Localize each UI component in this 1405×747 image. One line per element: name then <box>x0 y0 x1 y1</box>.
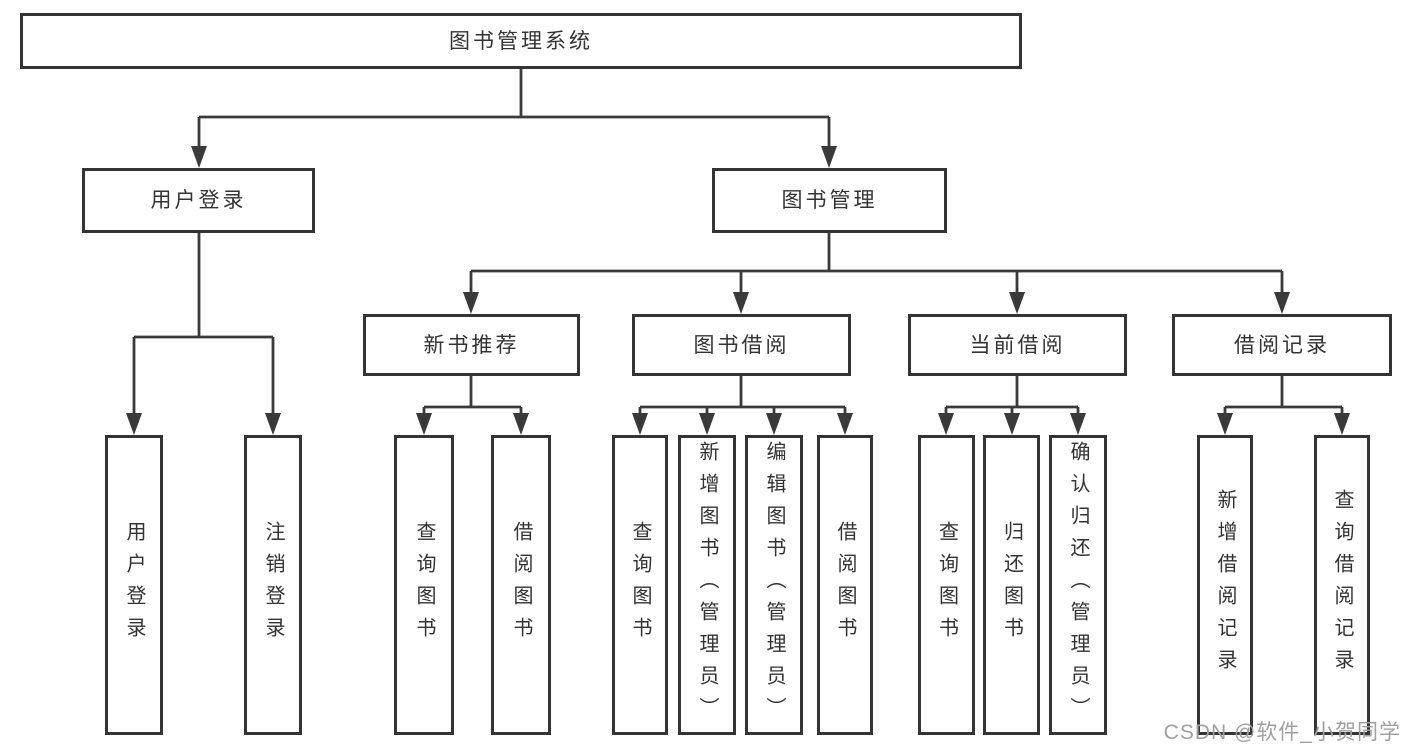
node-leaf-logout: 注销登录 <box>244 435 302 735</box>
node-leaf-bb-query-books: 查询图书 <box>612 435 668 735</box>
node-user-login-branch: 用户登录 <box>82 168 315 233</box>
node-label: 当前借阅 <box>969 333 1066 357</box>
node-label: 新增借阅记录 <box>1214 489 1236 681</box>
node-label: 借阅图书 <box>834 521 856 649</box>
node-leaf-cb-query-books: 查询图书 <box>918 435 975 735</box>
node-label: 图书管理 <box>781 189 878 212</box>
node-new-book-recommend: 新书推荐 <box>363 314 580 376</box>
node-label: 编辑图书（管理员） <box>763 441 785 729</box>
node-label: 注销登录 <box>262 521 284 649</box>
node-leaf-br-query-record: 查询借阅记录 <box>1314 435 1370 735</box>
node-label: 借阅记录 <box>1234 333 1330 357</box>
node-borrowing-records: 借阅记录 <box>1172 314 1392 376</box>
node-current-borrowing: 当前借阅 <box>908 314 1127 376</box>
node-label: 新书推荐 <box>423 333 520 357</box>
node-label: 查询图书 <box>413 521 435 649</box>
node-leaf-cb-confirm-return-admin: 确认归还（管理员） <box>1049 435 1107 735</box>
node-label: 用户登录 <box>150 189 247 212</box>
node-leaf-cb-return-books: 归还图书 <box>983 435 1040 735</box>
node-label: 查询图书 <box>935 521 958 649</box>
node-label: 查询图书 <box>629 521 651 649</box>
node-book-borrowing: 图书借阅 <box>632 314 851 376</box>
node-leaf-nbr-borrow-books: 借阅图书 <box>491 435 551 735</box>
node-label: 用户登录 <box>123 521 145 649</box>
node-label: 归还图书 <box>1000 521 1023 649</box>
node-leaf-bb-edit-books-admin: 编辑图书（管理员） <box>745 435 803 735</box>
node-label: 查询借阅记录 <box>1331 489 1353 681</box>
node-label: 图书借阅 <box>693 333 790 357</box>
csdn-watermark: CSDN @软件_小贺同学 <box>1163 721 1401 744</box>
node-leaf-nbr-query-books: 查询图书 <box>394 435 454 735</box>
node-leaf-user-login: 用户登录 <box>105 435 163 735</box>
node-label: 确认归还（管理员） <box>1067 441 1089 729</box>
node-leaf-bb-add-books-admin: 新增图书（管理员） <box>678 435 736 735</box>
node-label: 借阅图书 <box>510 521 532 649</box>
node-label: 新增图书（管理员） <box>696 441 718 729</box>
node-root-system: 图书管理系统 <box>20 13 1022 69</box>
node-leaf-br-add-record: 新增借阅记录 <box>1197 435 1253 735</box>
node-book-management-branch: 图书管理 <box>712 168 947 233</box>
node-leaf-bb-borrow-books: 借阅图书 <box>817 435 873 735</box>
node-label: 图书管理系统 <box>449 29 593 53</box>
